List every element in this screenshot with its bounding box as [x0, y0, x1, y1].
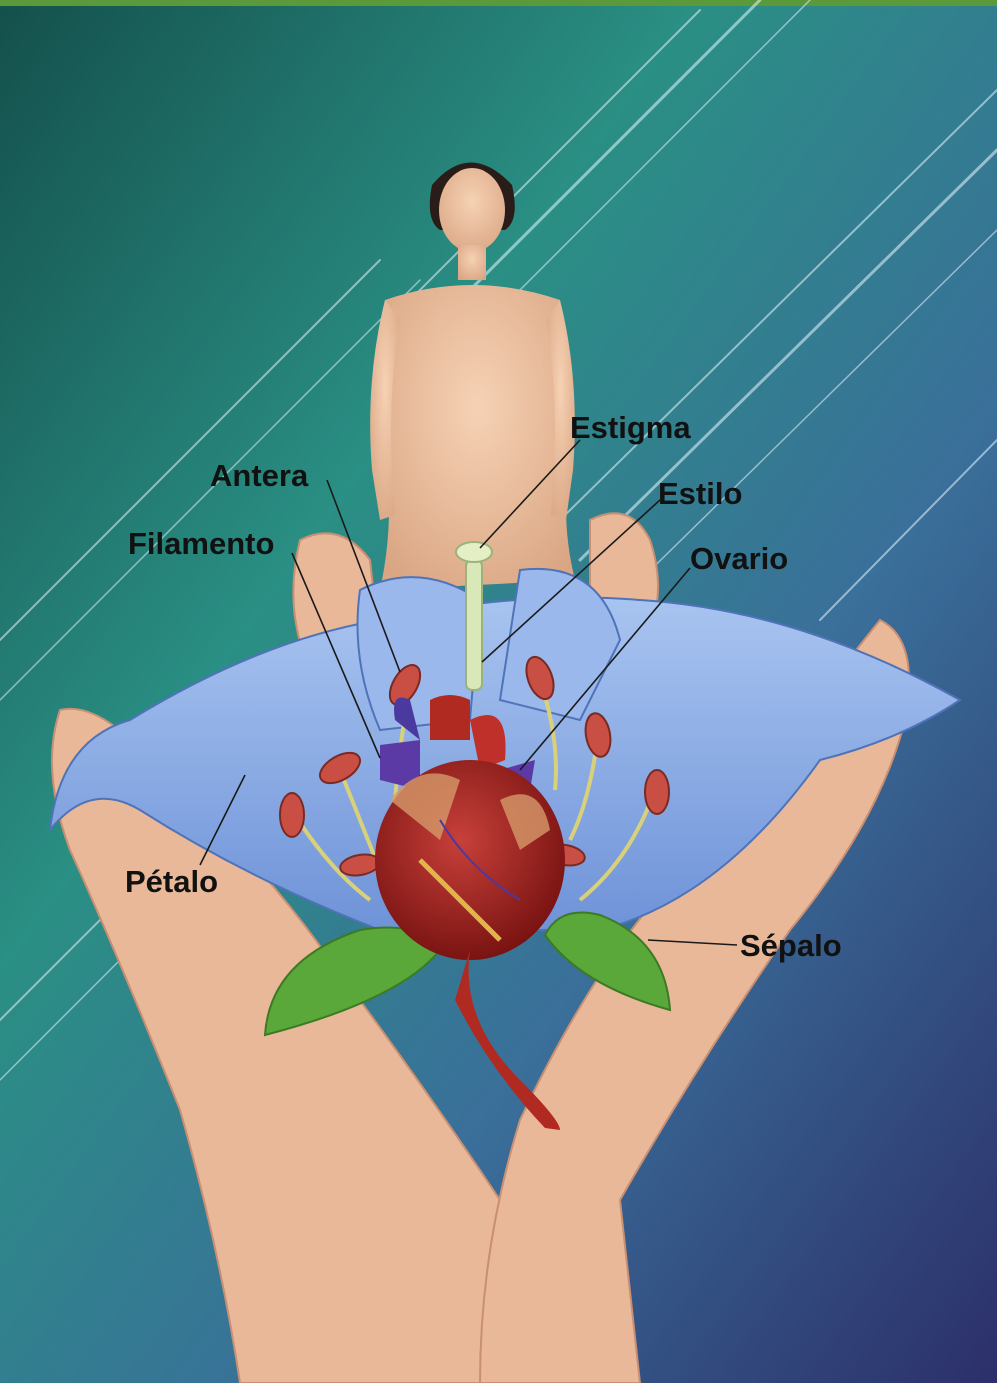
label-estilo: Estilo: [658, 478, 742, 509]
label-antera: Antera: [210, 460, 308, 491]
label-filamento: Filamento: [128, 528, 274, 559]
label-petalo: Pétalo: [125, 866, 218, 897]
label-sepalo: Sépalo: [740, 930, 842, 961]
label-ovario: Ovario: [690, 543, 788, 574]
top-border: [0, 0, 997, 6]
label-estigma: Estigma: [570, 412, 691, 443]
